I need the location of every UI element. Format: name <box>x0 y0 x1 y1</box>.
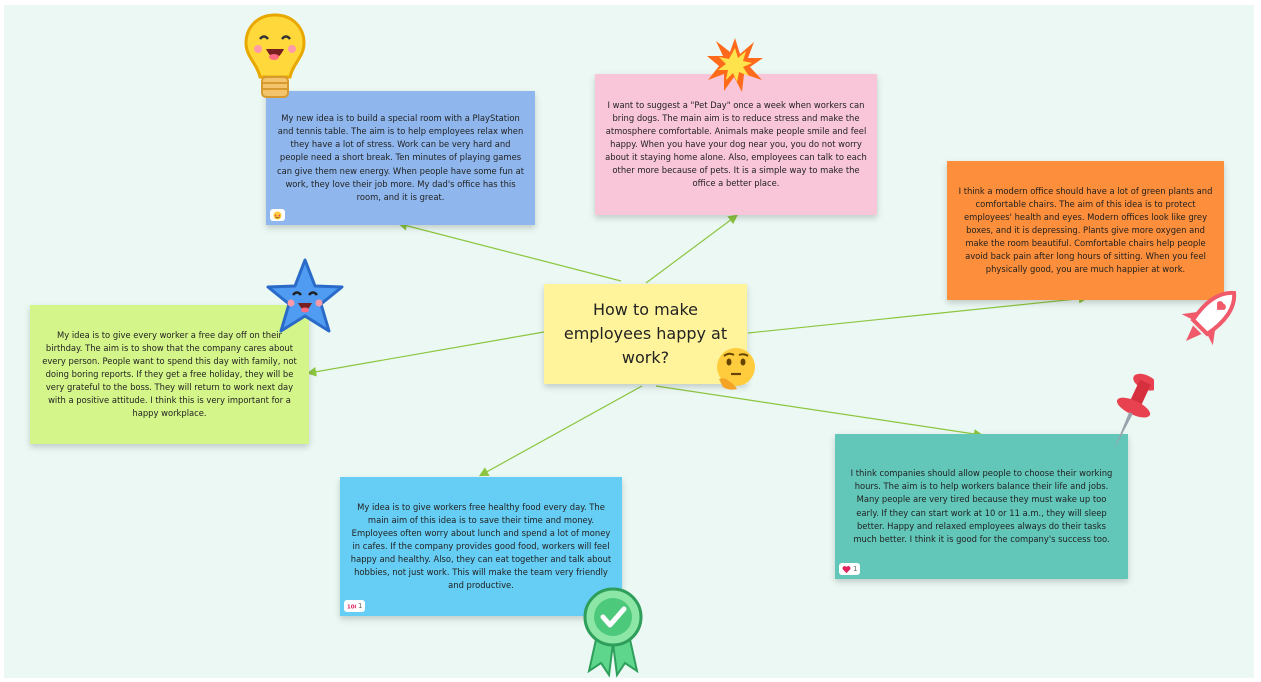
note-text: I want to suggest a "Pet Day" once a wee… <box>605 99 867 189</box>
reaction-badge[interactable] <box>270 209 285 221</box>
reaction-count: 1 <box>853 565 858 573</box>
sticky-note-green-plants[interactable]: I think a modern office should have a lo… <box>947 161 1224 300</box>
note-text: I think a modern office should have a lo… <box>958 185 1213 275</box>
thinking-face-emoji-icon[interactable] <box>713 345 759 391</box>
connector-free-day <box>306 331 545 377</box>
sticky-note-pet-day[interactable]: I want to suggest a "Pet Day" once a wee… <box>595 74 877 215</box>
connector-working-hours <box>655 385 984 439</box>
reaction-badge[interactable]: 100 1 <box>344 600 366 612</box>
heart-emoji-icon <box>842 565 851 573</box>
pushpin-sticker-icon[interactable] <box>1108 367 1154 459</box>
sticky-note-playstation[interactable]: My new idea is to build a special room w… <box>266 91 535 225</box>
connector-pet-day <box>645 214 738 284</box>
note-text: My idea is to give workers free healthy … <box>350 501 612 591</box>
lightbulb-sticker-icon[interactable] <box>242 11 308 105</box>
note-text: My new idea is to build a special room w… <box>276 113 525 202</box>
sticky-note-free-day[interactable]: My idea is to give every worker a free d… <box>30 305 309 444</box>
connector-healthy-food <box>478 385 643 477</box>
svg-text:100: 100 <box>347 604 356 610</box>
award-ribbon-sticker-icon[interactable] <box>581 585 645 679</box>
rocket-sticker-icon[interactable] <box>1172 279 1248 355</box>
reaction-badge[interactable]: 1 <box>839 563 861 575</box>
central-topic-note[interactable]: How to make employees happy at work? <box>544 284 747 384</box>
smiling-star-sticker-icon[interactable] <box>266 257 344 341</box>
note-text: My idea is to give every worker a free d… <box>42 329 297 419</box>
sticky-note-working-hours[interactable]: I think companies should allow people to… <box>835 434 1128 579</box>
central-topic-text: How to make employees happy at work? <box>563 300 728 367</box>
connector-lines <box>306 214 1089 477</box>
mind-map-board: How to make employees happy at work? My … <box>4 5 1254 678</box>
connector-playstation <box>397 221 622 282</box>
star-struck-emoji-icon <box>273 210 282 220</box>
hundred-points-emoji-icon: 100 <box>347 604 356 610</box>
sticky-note-healthy-food[interactable]: My idea is to give workers free healthy … <box>340 477 622 616</box>
connector-green-plants <box>747 293 1089 334</box>
reaction-count: 1 <box>358 602 363 610</box>
explosion-sticker-icon[interactable] <box>706 36 764 94</box>
note-text: I think companies should allow people to… <box>850 468 1113 544</box>
